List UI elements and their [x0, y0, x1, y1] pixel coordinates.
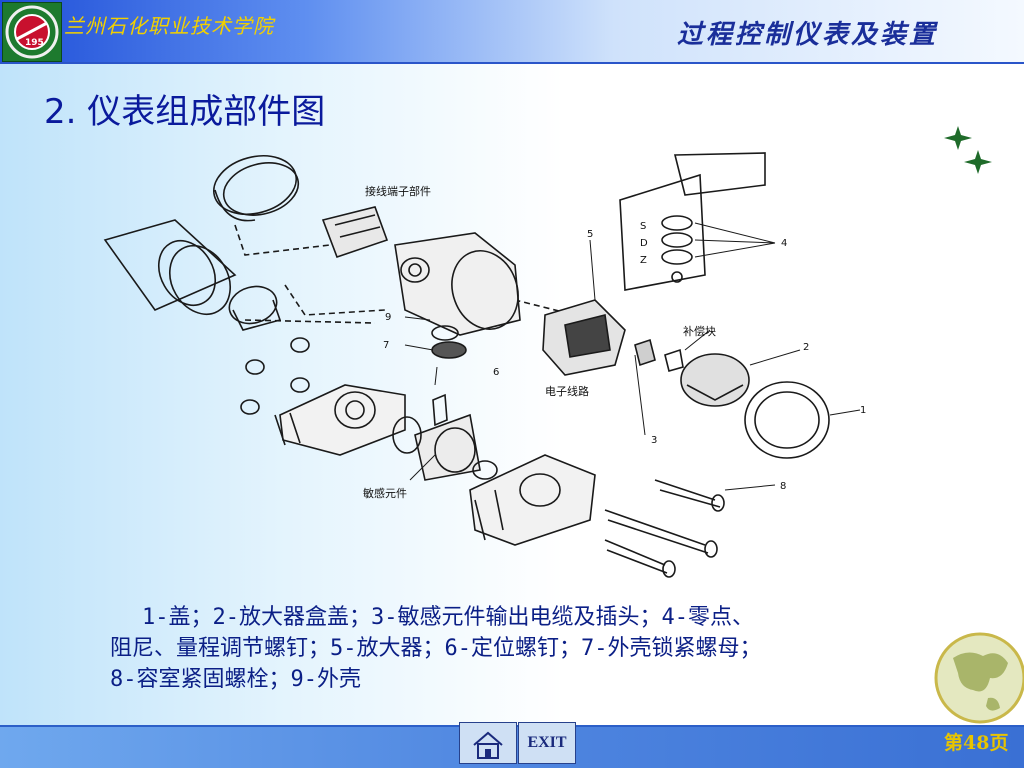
label-d: D: [640, 238, 648, 249]
home-button[interactable]: [459, 722, 517, 764]
school-name: 兰州石化职业技术学院: [64, 14, 274, 38]
num-3: 3: [651, 435, 657, 446]
page-number: 第48页: [944, 732, 1009, 754]
num-5: 5: [587, 229, 593, 240]
caption-line-1: 1-盖；2-放大器盒盖；3-敏感元件输出电缆及插头；4-零点、: [142, 605, 754, 630]
logo-text: 195: [25, 38, 44, 48]
header-band: [0, 0, 1024, 62]
sparkle-icon: [938, 124, 1002, 176]
label-compensator: 补偿块: [683, 324, 716, 338]
school-logo: 195: [2, 2, 62, 62]
num-7: 7: [383, 340, 389, 351]
num-6: 6: [493, 367, 499, 378]
page-title: 2. 仪表组成部件图: [44, 92, 326, 132]
num-8: 8: [780, 481, 786, 492]
course-title: 过程控制仪表及装置: [676, 20, 938, 50]
instrument-exploded-diagram: 接线端子部件 补偿块 电子线路 敏感元件 S D Z 1 2 3 4 5 6 7…: [75, 145, 875, 585]
label-z: Z: [640, 255, 647, 266]
caption-line-3: 8-容室紧固螺栓；9-外壳: [110, 667, 361, 692]
num-4: 4: [781, 238, 787, 249]
caption-line-2: 阻尼、量程调节螺钉；5-放大器；6-定位螺钉；7-外壳锁紧螺母；: [110, 636, 762, 661]
exit-button[interactable]: EXIT: [518, 722, 576, 764]
num-2: 2: [803, 342, 809, 353]
label-s: S: [640, 221, 646, 232]
caption: 1-盖；2-放大器盒盖；3-敏感元件输出电缆及插头；4-零点、 阻尼、量程调节螺…: [110, 602, 940, 695]
label-terminal: 接线端子部件: [365, 184, 431, 198]
header-divider: [0, 62, 1024, 64]
num-9: 9: [385, 312, 391, 323]
home-icon: [473, 731, 503, 759]
label-electronics: 电子线路: [545, 384, 589, 398]
num-1: 1: [860, 405, 866, 416]
globe-icon: [928, 618, 1024, 738]
label-sensor: 敏感元件: [363, 486, 407, 500]
